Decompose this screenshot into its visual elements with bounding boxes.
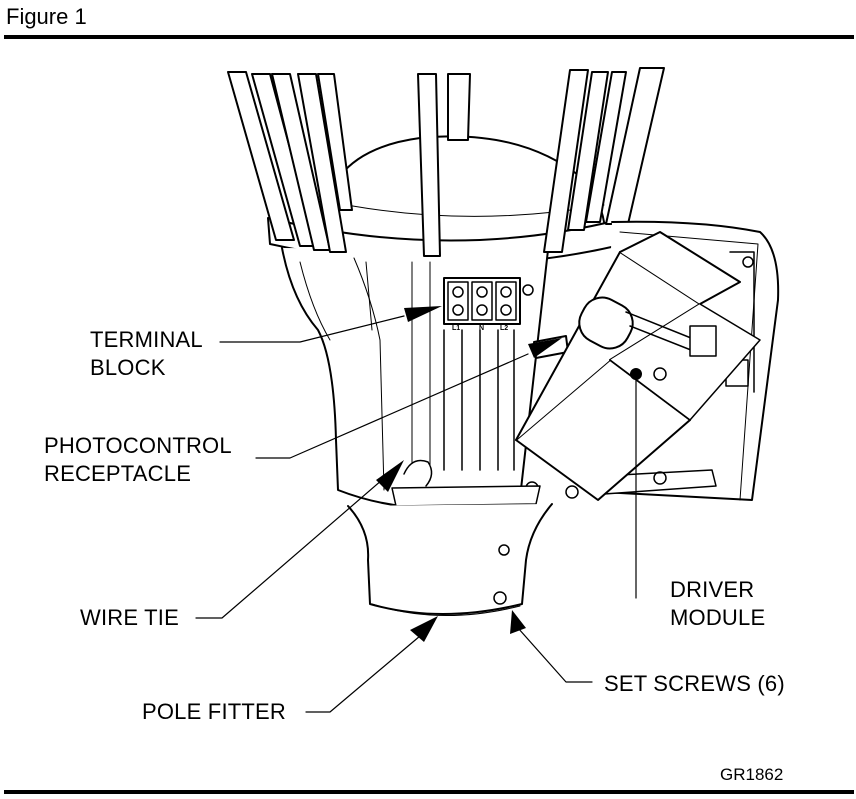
terminal-marks: L1 N L2 bbox=[452, 325, 508, 332]
arrowheads bbox=[376, 306, 562, 642]
wiring-tubes bbox=[443, 329, 515, 471]
driver-module bbox=[515, 231, 761, 501]
reference-code: GR1862 bbox=[720, 765, 784, 784]
driver-module-label: DRIVER MODULE bbox=[670, 577, 766, 630]
top-rule bbox=[4, 35, 854, 39]
wire-tie-label: WIRE TIE bbox=[80, 605, 179, 630]
set-screw bbox=[493, 591, 507, 605]
terminal-block-label: TERMINAL BLOCK bbox=[90, 327, 203, 380]
bottom-rule bbox=[4, 790, 854, 794]
figure-title: Figure 1 bbox=[6, 4, 87, 29]
fins-left bbox=[227, 71, 353, 253]
photocontrol-receptacle-label: PHOTOCONTROL RECEPTACLE bbox=[44, 433, 232, 486]
set-screw bbox=[498, 544, 510, 556]
set-screws-label: SET SCREWS (6) bbox=[604, 671, 785, 696]
pole-fitter-label: POLE FITTER bbox=[142, 699, 286, 724]
svg-text:N: N bbox=[479, 325, 484, 332]
fins-right bbox=[543, 67, 665, 253]
terminal-block bbox=[443, 277, 534, 325]
svg-text:L2: L2 bbox=[500, 325, 508, 332]
pole-fitter bbox=[347, 503, 553, 615]
wire-tie bbox=[403, 459, 433, 487]
fins-center bbox=[417, 73, 471, 257]
leaders bbox=[195, 315, 637, 713]
housing-inner bbox=[353, 257, 385, 491]
svg-text:L1: L1 bbox=[452, 325, 460, 332]
